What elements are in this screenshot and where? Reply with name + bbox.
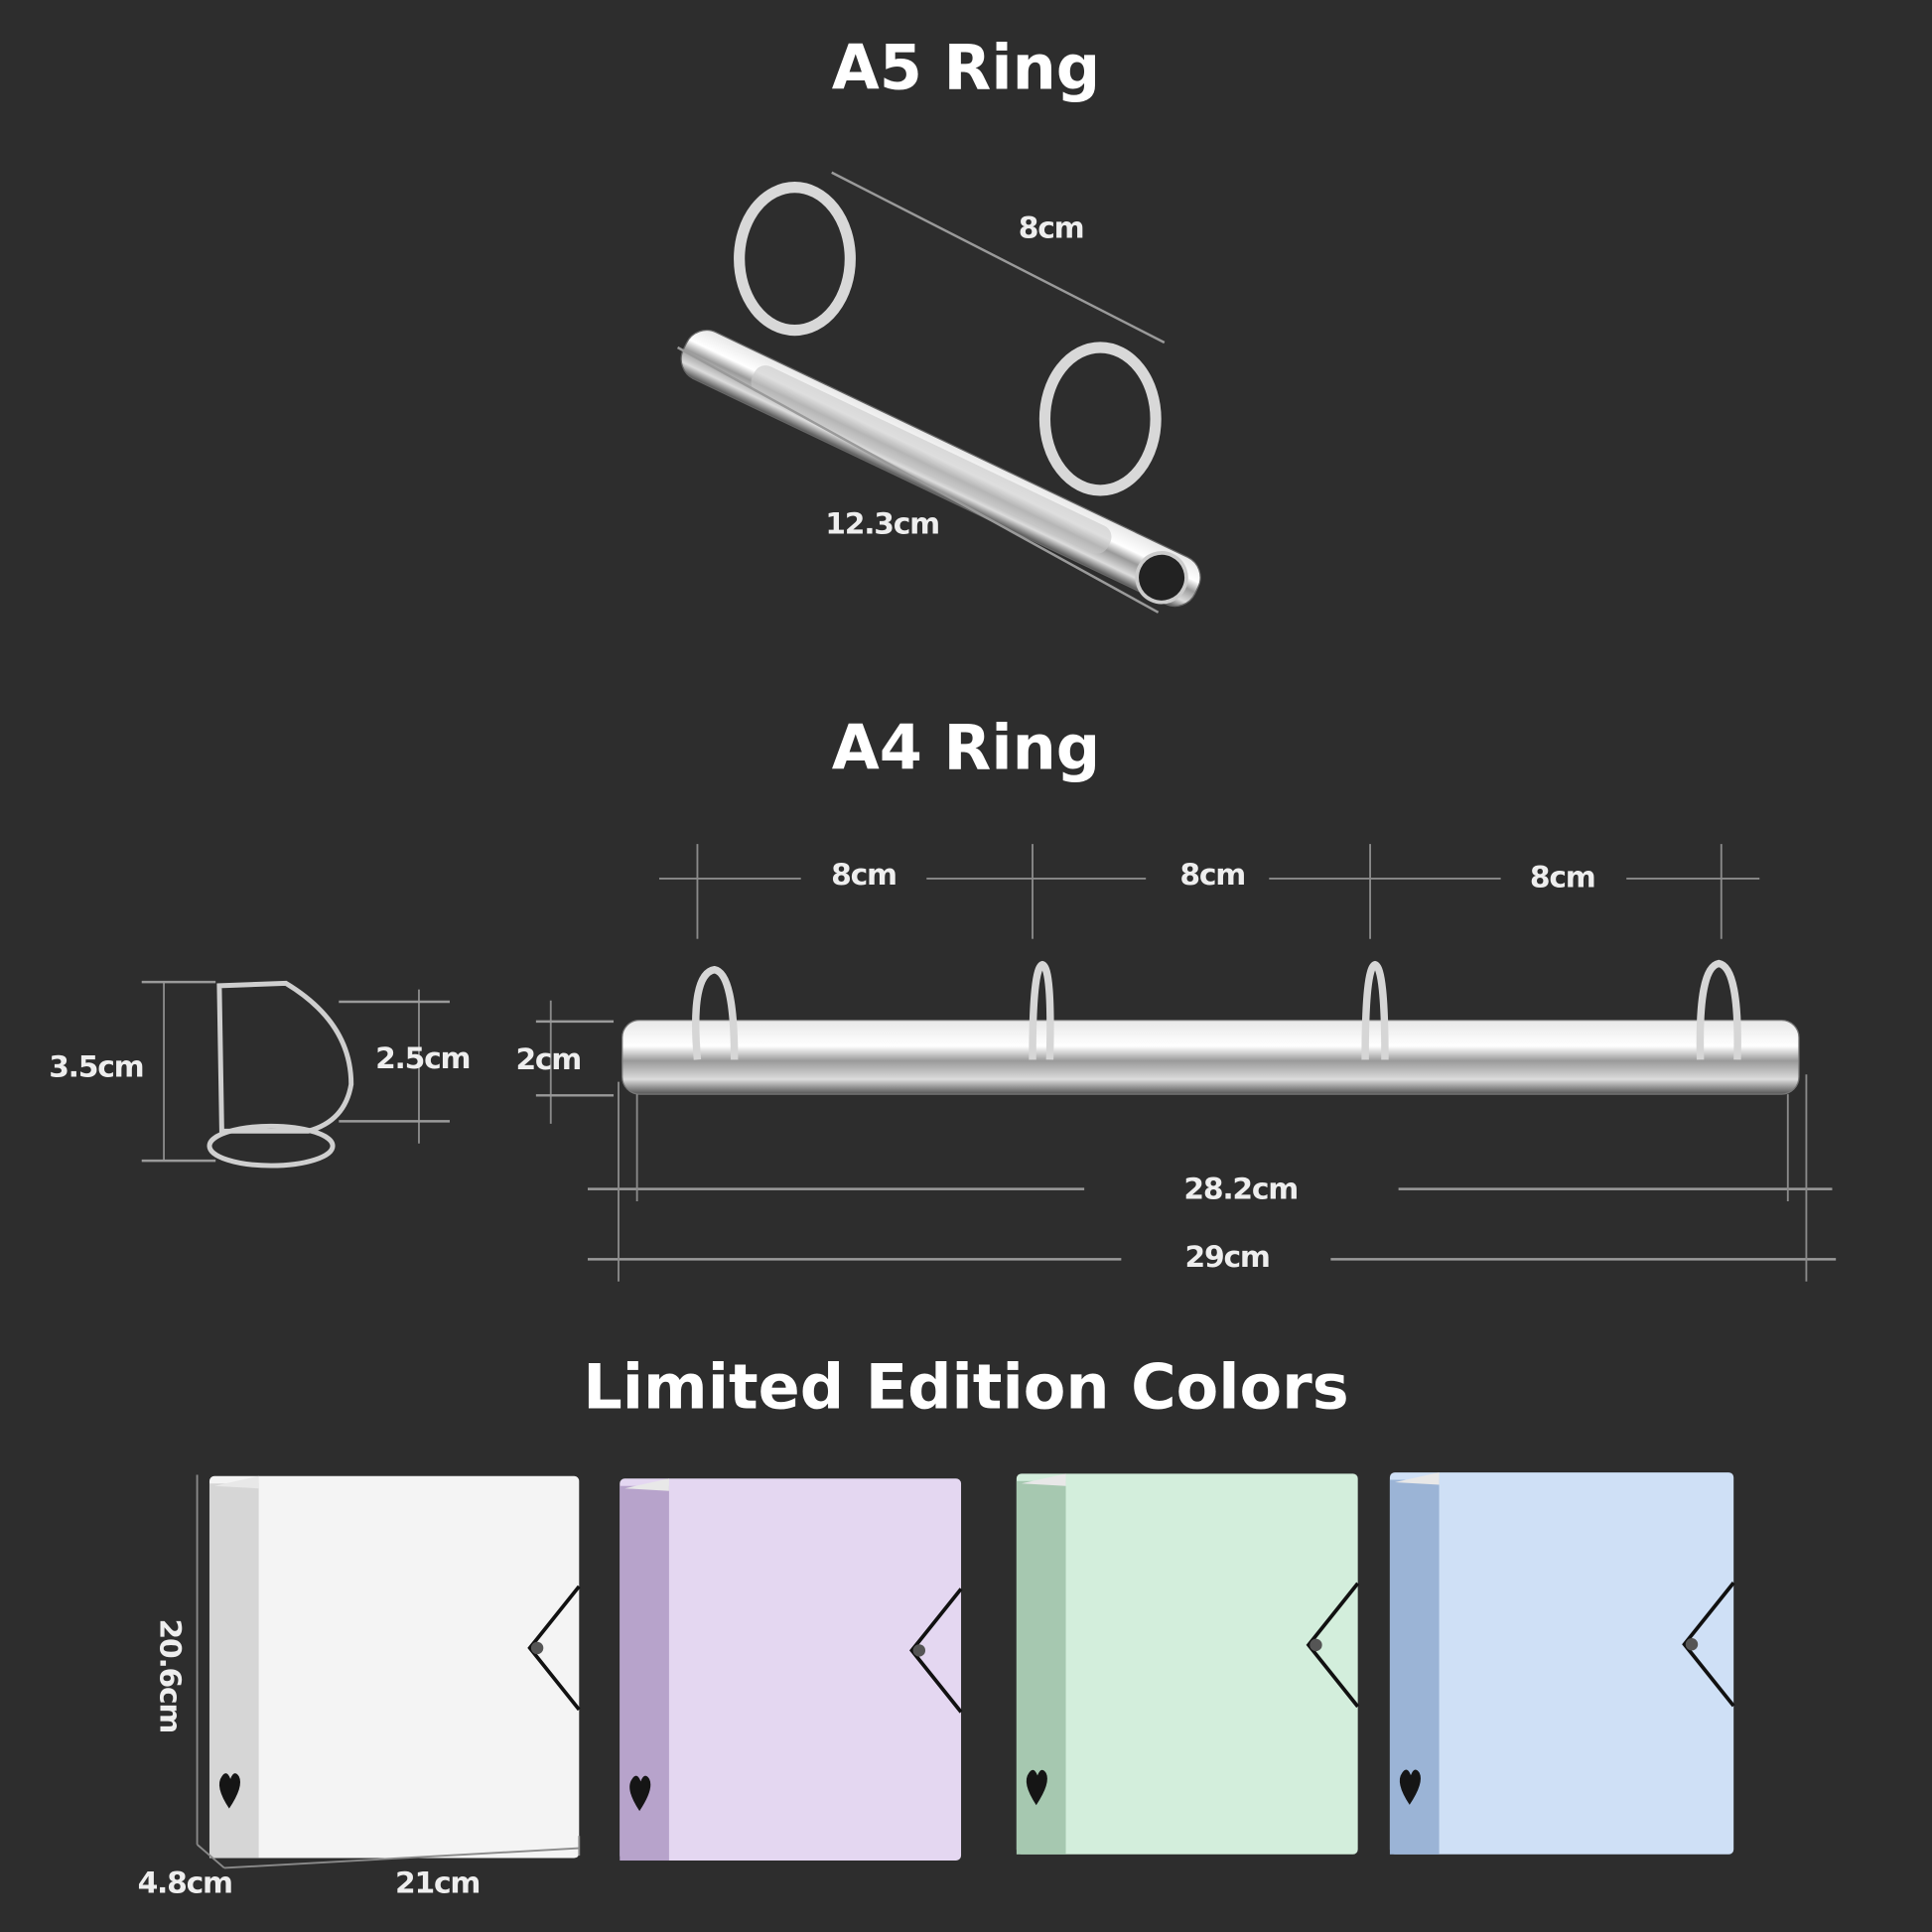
- clasp-button: [912, 1644, 926, 1657]
- a4-ring-height-label: 3.5cm: [49, 1050, 143, 1085]
- binder-height-label: 20.6cm: [152, 1619, 187, 1733]
- binder-spine: [208, 1483, 259, 1859]
- heart-cutout-icon: [1026, 1769, 1047, 1806]
- binder-purple: [620, 1478, 963, 1862]
- binder-cover: [620, 1478, 962, 1862]
- a4-spacing-dimensions: [658, 844, 1760, 939]
- a4-ring-side-view: [207, 980, 354, 1169]
- binder-cover: [1016, 1473, 1358, 1855]
- binder-depth-label: 4.8cm: [138, 1865, 232, 1900]
- a4-spacing-label-2: 8cm: [1179, 858, 1245, 893]
- a4-ring-1: [692, 965, 739, 1060]
- heart-cutout-icon: [1399, 1769, 1421, 1805]
- a5-spacing-line: [831, 171, 1166, 345]
- binder-white: [208, 1475, 581, 1859]
- binder-green: [1016, 1473, 1360, 1855]
- a5-title: A5 Ring: [832, 31, 1100, 103]
- elastic-clasp: [527, 1585, 581, 1712]
- a4-ring-3: [1361, 960, 1389, 1060]
- a5-ring-1: [734, 182, 856, 337]
- binder-spine: [1389, 1479, 1440, 1855]
- binder-cover: [1389, 1472, 1734, 1855]
- clasp-button: [530, 1641, 544, 1655]
- a4-spacing-label-1: 8cm: [831, 858, 897, 893]
- colors-title: Limited Edition Colors: [583, 1351, 1348, 1424]
- elastic-clasp: [1306, 1582, 1360, 1709]
- a4-length-dimensions: [587, 1074, 1837, 1282]
- binder-spine: [620, 1485, 669, 1862]
- binder-cover: [208, 1475, 580, 1859]
- a4-ring-4: [1696, 959, 1741, 1060]
- binder-color-options: [208, 1472, 1735, 1862]
- elastic-clasp: [909, 1587, 963, 1714]
- heart-cutout-icon: [218, 1773, 241, 1809]
- clasp-button: [1310, 1638, 1322, 1652]
- a4-inner-length-label: 28.2cm: [1183, 1173, 1298, 1207]
- binder-spine: [1016, 1480, 1066, 1855]
- a4-ring-mechanism: [621, 959, 1800, 1095]
- binder-width-label: 21cm: [395, 1865, 480, 1900]
- a4-total-length-label: 29cm: [1185, 1240, 1270, 1275]
- elastic-clasp: [1682, 1581, 1735, 1708]
- a4-ring-2: [1029, 960, 1054, 1060]
- a5-length-label: 12.3cm: [825, 506, 939, 541]
- a4-ring-inner-label: 2.5cm: [375, 1041, 470, 1076]
- a5-length-line: [676, 345, 1160, 614]
- binder-blue: [1389, 1472, 1735, 1855]
- binder-dimensions: [196, 1474, 581, 1869]
- a4-side-dimensions: [141, 980, 615, 1163]
- a4-spacing-label-3: 8cm: [1530, 861, 1595, 896]
- a4-bar-height-label: 2cm: [515, 1042, 581, 1077]
- a5-ring-2: [1038, 342, 1162, 496]
- a5-ring-mechanism: [680, 182, 1201, 608]
- a4-title: A4 Ring: [832, 711, 1100, 783]
- clasp-button: [1685, 1638, 1699, 1651]
- heart-cutout-icon: [629, 1775, 651, 1812]
- a5-spacing-label: 8cm: [1019, 211, 1084, 246]
